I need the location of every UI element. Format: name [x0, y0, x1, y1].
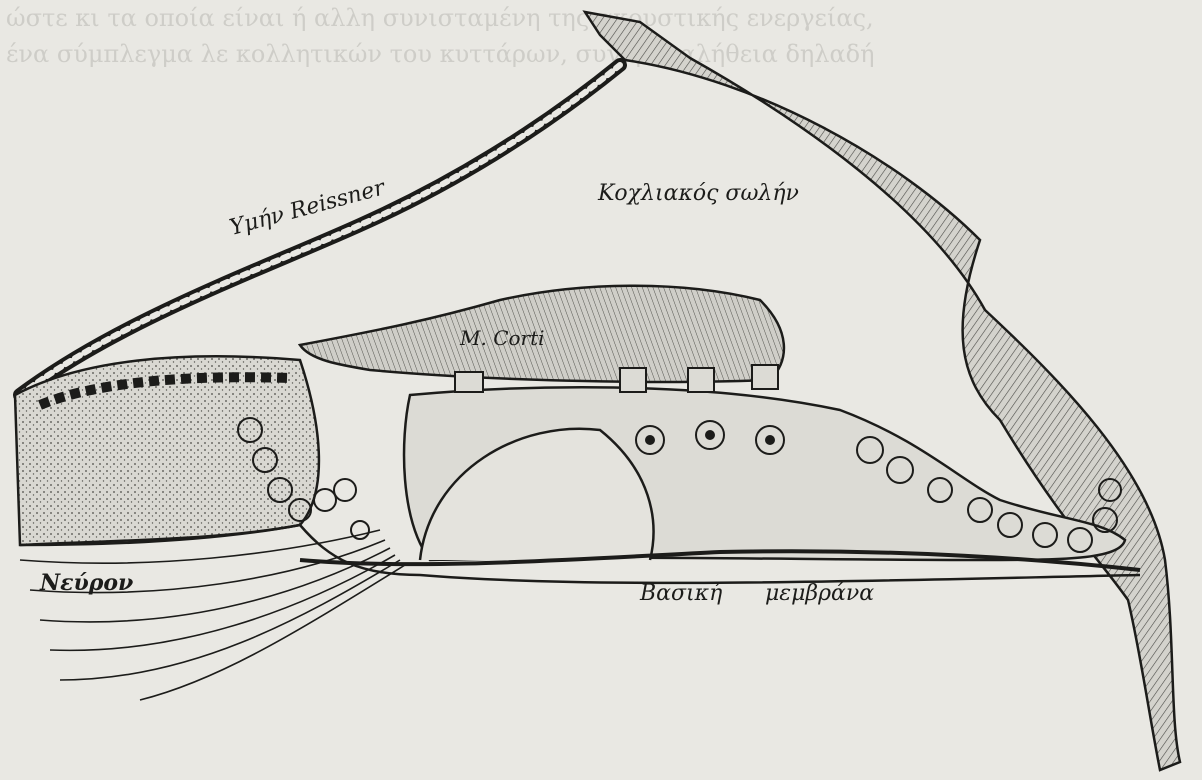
bleed-text-line-2: ένα σύμπλεγμα λε κολλητικών του κυττάρων… — [6, 40, 875, 68]
label-reissner-membrane: Υμήν Reissner — [227, 175, 389, 241]
bleed-through-text: ώστε κι τα οποία είναι ή αλλη συνισταμέν… — [6, 4, 875, 68]
label-basilar-1: Βασική — [639, 581, 722, 606]
label-nerve: Νεύρον — [39, 570, 133, 596]
bleed-text-line-1: ώστε κι τα οποία είναι ή αλλη συνισταμέν… — [6, 4, 874, 32]
label-basilar-2: μεμβράνα — [765, 581, 874, 606]
nerve-fibers — [20, 530, 405, 700]
label-cochlear-duct: Κοχλιακός σωλήν — [597, 181, 799, 206]
label-corti: Μ. Corti — [459, 326, 545, 350]
